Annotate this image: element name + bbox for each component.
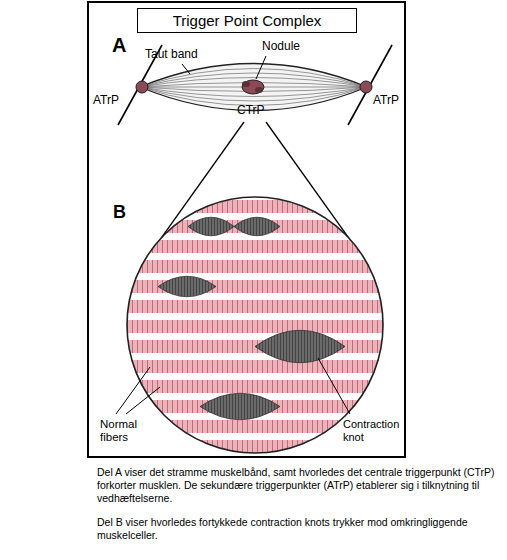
leader-line — [182, 64, 190, 74]
part-label: Taut band — [145, 48, 198, 62]
part-label: Contraction knot — [343, 418, 403, 444]
leader-line — [126, 387, 160, 414]
magnified-circle — [127, 197, 383, 453]
part-label: Nodule — [262, 40, 300, 54]
title-box: Trigger Point Complex — [137, 8, 357, 33]
part-label: Normal fibers — [100, 418, 152, 444]
frame — [88, 2, 405, 457]
part-label: CTrP — [237, 104, 265, 118]
title: Trigger Point Complex — [173, 12, 322, 29]
leader-line — [116, 367, 150, 414]
caption-paragraph: Del B viser hvorledes fortykkede contrac… — [97, 516, 501, 542]
part-label: ATrP — [373, 94, 399, 108]
leader-line — [318, 358, 350, 414]
atrp-dot — [360, 81, 372, 93]
caption-paragraph: Del A viser det stramme muskelbånd, samt… — [97, 466, 501, 505]
atrp-dot — [136, 81, 148, 93]
leader-line — [256, 56, 266, 79]
part-label: ATrP — [93, 94, 119, 108]
nodule — [242, 80, 264, 94]
part-letter: B — [113, 202, 126, 223]
part-letter: A — [112, 34, 126, 57]
